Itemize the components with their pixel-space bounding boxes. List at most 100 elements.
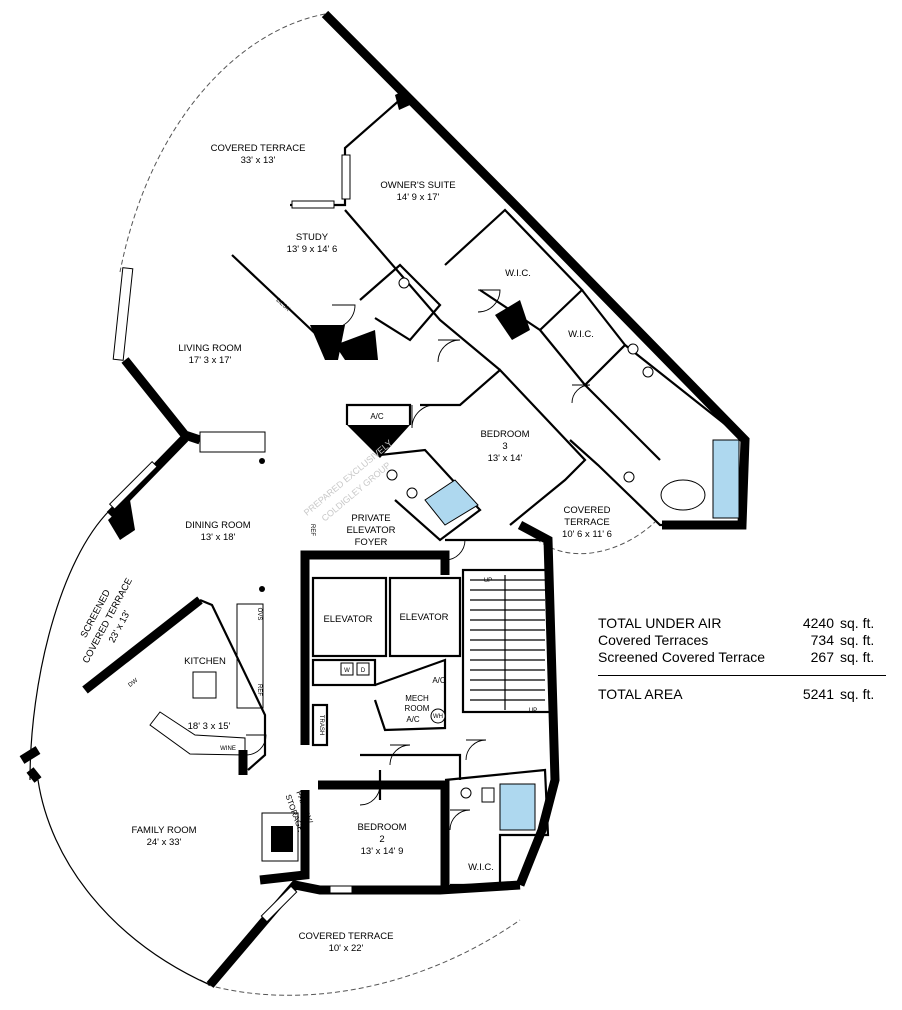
room-covered-terrace-e: COVERED <box>564 505 611 516</box>
sink-bed3 <box>406 487 418 499</box>
screened-terrace-outline <box>29 509 111 781</box>
label-ac-top: A/C <box>370 412 384 421</box>
door-bedroom3 <box>411 404 436 429</box>
study-desk: DESK <box>275 298 291 313</box>
toilet-bed2 <box>481 787 495 803</box>
room-study-dims: 13' 9 x 14' 6 <box>287 244 338 255</box>
bed2-bath-walls <box>444 768 550 887</box>
room-bedroom2-dims: 13' x 14' 9 <box>361 846 404 857</box>
stair-well <box>461 568 553 714</box>
family-room-arc <box>37 779 211 986</box>
room-bedroom2-num: 2 <box>379 834 384 845</box>
stair-treads <box>470 575 545 710</box>
pantry-walls <box>259 790 310 885</box>
window-study <box>291 200 335 209</box>
trash-chute <box>311 703 329 747</box>
area-row: Screened Covered Terrace 267 sq. ft. <box>598 648 886 665</box>
label-trash: TRASH <box>318 715 324 735</box>
room-mech-2: ROOM <box>405 704 430 713</box>
door-wic <box>477 289 501 313</box>
room-kitchen-dims: 18' 3 x 15' <box>188 721 231 732</box>
room-covered-terrace-e-dims: 10' 6 x 11' 6 <box>562 529 612 540</box>
room-bedroom2: BEDROOM <box>357 822 406 833</box>
room-bedroom3-dims: 13' x 14' <box>488 453 523 464</box>
label-wh: WH <box>433 714 443 720</box>
room-living-dims: 17' 3 x 17' <box>189 355 232 366</box>
toilet-bed3 <box>386 469 398 481</box>
room-covered-terrace-nw: COVERED TERRACE <box>211 143 306 154</box>
room-wic-2: W.I.C. <box>568 329 594 340</box>
room-elevator-1: ELEVATOR <box>323 614 372 625</box>
area-total-unit: sq. ft. <box>840 685 875 702</box>
area-row-label: TOTAL UNDER AIR <box>598 614 722 631</box>
tub-master <box>660 479 706 511</box>
room-foyer-2: ELEVATOR <box>346 525 395 536</box>
shower-master <box>712 439 740 519</box>
room-kitchen: KITCHEN <box>184 656 226 667</box>
laundry <box>311 658 377 687</box>
study-bath-walls <box>359 263 442 342</box>
area-row-value: 734 <box>810 631 834 648</box>
label-ref-foyer: REF <box>309 524 315 536</box>
exterior-wall-west <box>26 767 42 783</box>
area-total-label: TOTAL AREA <box>598 685 683 702</box>
label-ref-kitchen: REF <box>256 684 262 696</box>
room-bedroom3: BEDROOM <box>480 429 529 440</box>
master-bath-outline <box>569 344 747 527</box>
label-wine: WINE <box>220 746 236 752</box>
area-total-row: TOTAL AREA 5241 sq. ft. <box>598 685 886 702</box>
room-family-dims: 24' x 33' <box>147 837 182 848</box>
room-wic-1: W.I.C. <box>505 268 531 279</box>
area-divider <box>598 675 886 676</box>
area-row-label: Covered Terraces <box>598 631 709 648</box>
core-walls <box>300 550 450 745</box>
exterior-wall-southwest <box>199 979 211 986</box>
room-foyer-3: FOYER <box>355 537 388 548</box>
study-column <box>310 325 345 360</box>
mech-room-walls <box>373 658 447 732</box>
column-owners <box>395 90 410 110</box>
window-owners-west <box>341 154 351 200</box>
label-ovs: OVS <box>256 608 262 621</box>
sink-master <box>623 471 635 483</box>
door-foyer <box>444 539 466 561</box>
room-bedroom3-num: 3 <box>502 441 507 452</box>
kitchen-bar <box>149 711 246 756</box>
area-row-unit: sq. ft. <box>840 614 875 631</box>
owners-suite-south-wall <box>344 209 501 371</box>
kitchen-island <box>192 671 217 699</box>
door-stair <box>465 739 487 761</box>
area-row-value: 4240 <box>802 614 834 631</box>
room-wic-3: W.I.C. <box>468 862 494 873</box>
label-up-2: UP <box>529 708 537 714</box>
room-owners-suite: OWNER'S SUITE <box>380 180 455 191</box>
area-row-label: Screened Covered Terrace <box>598 648 766 665</box>
ac-closet-walls <box>345 403 412 425</box>
area-total-value: 5241 <box>802 685 834 702</box>
label-dw: DW <box>128 678 140 689</box>
elevator-2 <box>388 576 462 658</box>
door-bed2 <box>359 784 381 806</box>
column-dot-2 <box>259 586 265 592</box>
bedroom3-walls <box>420 368 587 526</box>
room-foyer-1: PRIVATE <box>351 513 390 524</box>
ac-closet-top <box>347 425 410 458</box>
label-ac-mech-2: A/C <box>406 715 420 724</box>
door-bath <box>571 384 591 404</box>
shower-bed2 <box>499 783 536 831</box>
sink-bed2 <box>460 787 472 799</box>
study-column-2 <box>335 330 378 360</box>
area-row: Covered Terraces 734 sq. ft. <box>598 631 886 648</box>
room-living: LIVING ROOM <box>178 343 241 354</box>
door-wic-bed2 <box>449 809 471 831</box>
family-room-west-wall <box>19 746 41 764</box>
terrace-outline-s <box>207 919 521 996</box>
toilet-master <box>642 366 654 378</box>
area-row-value: 267 <box>810 648 834 665</box>
label-dryer: D <box>361 668 366 674</box>
wic-column <box>495 300 530 340</box>
room-owners-suite-dims: 14' 9 x 17' <box>397 192 440 203</box>
shower-bed3 <box>424 479 479 526</box>
screened-wall <box>108 500 135 540</box>
